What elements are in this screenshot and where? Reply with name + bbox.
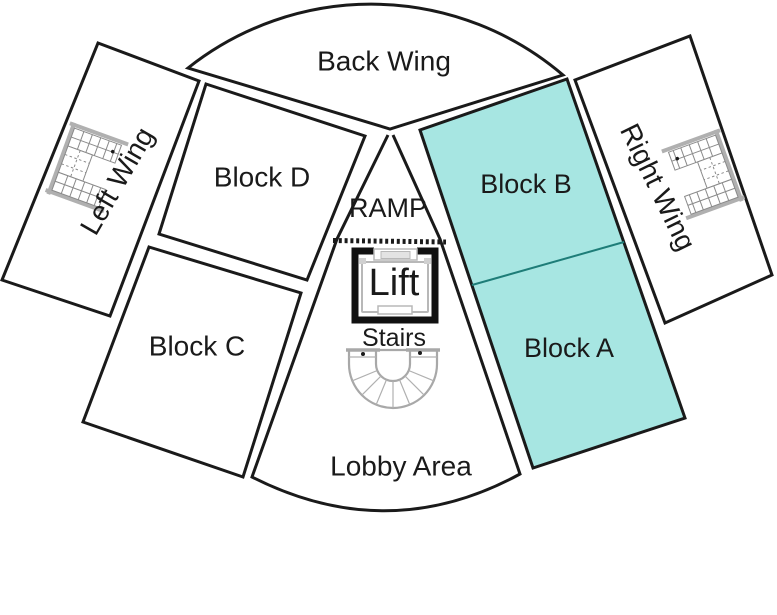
lift-corner-nub-left — [359, 258, 366, 264]
u-stairs-outline — [347, 348, 439, 410]
stairs-label: Stairs — [362, 324, 426, 352]
block-a-b-divider-line — [471, 241, 625, 286]
block-c-area[interactable] — [81, 245, 303, 479]
central-stairs-icon — [346, 348, 440, 410]
lobby-area-label: Lobby Area — [330, 451, 472, 482]
block-b-a-strip[interactable] — [418, 77, 687, 470]
lift-label: Lift — [369, 262, 420, 304]
right-wing-area[interactable] — [573, 34, 774, 326]
back-wing-area[interactable] — [184, 2, 567, 131]
ramp-label: RAMP — [349, 193, 427, 223]
back-wing-label: Back Wing — [317, 46, 451, 77]
lift-corner-nub-right — [424, 258, 431, 264]
lift-icon — [351, 244, 439, 324]
block-b-label: Block B — [480, 169, 572, 199]
left-wing-area[interactable] — [0, 41, 201, 318]
block-c-label: Block C — [149, 331, 245, 362]
lift-door-inner — [380, 251, 411, 259]
block-a-label: Block A — [524, 333, 614, 363]
ramp-hatch-icon — [332, 238, 447, 245]
block-d-label: Block D — [214, 162, 310, 193]
lift-sill — [377, 305, 413, 315]
block-d-area[interactable] — [157, 82, 367, 282]
